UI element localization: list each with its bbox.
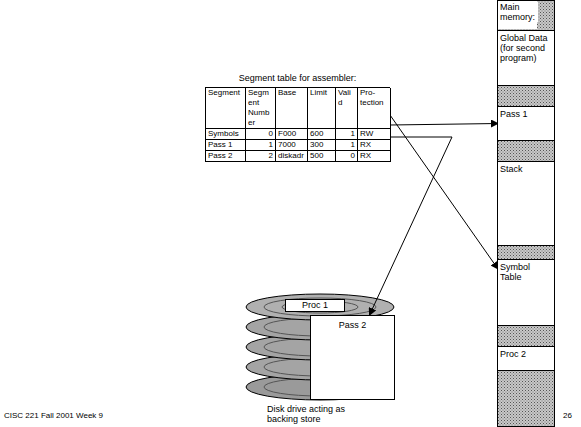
table-cell: 1 xyxy=(246,140,276,151)
memory-segment: Symbol Table xyxy=(498,259,554,326)
memory-column: Main memory: Global Data (for second prog… xyxy=(497,0,555,427)
pointer-arrow xyxy=(390,124,498,126)
table-grid: SegmentSegment NumberBaseLimitValidPro-t… xyxy=(205,87,390,162)
node-label: Disk drive acting as backing store xyxy=(267,404,359,424)
node-label: Segment table for assembler: xyxy=(205,73,390,83)
table-header-cell: Base xyxy=(276,88,308,129)
node-label: Global Data (for second program) xyxy=(500,33,552,63)
memory-segment: Global Data (for second program) xyxy=(498,30,554,86)
memory-stipple xyxy=(497,0,555,427)
node-label: Proc 1 xyxy=(286,300,344,311)
table-cell: F000 xyxy=(276,129,308,140)
table-cell: 1 xyxy=(336,129,358,140)
page-number: 26 xyxy=(563,411,572,421)
disk-drive: Disk drive acting as backing storeProc 1… xyxy=(245,285,395,402)
table-cell: 0 xyxy=(336,151,358,162)
memory-segment: Proc 2 xyxy=(498,346,554,371)
table-header-cell: Segment xyxy=(206,88,246,129)
table-header-cell: Pro-tection xyxy=(358,88,391,129)
disk-segment: Proc 1 xyxy=(285,299,345,312)
node-label: Proc 2 xyxy=(500,349,552,359)
table-header-cell: Segment Number xyxy=(246,88,276,129)
node-label: Pass 1 xyxy=(500,109,552,119)
node-label: Symbol Table xyxy=(500,262,552,282)
memory-segment: Stack xyxy=(498,161,554,246)
table-cell: 500 xyxy=(308,151,336,162)
table-cell: diskadr xyxy=(276,151,308,162)
table-cell: 2 xyxy=(246,151,276,162)
pointer-arrow xyxy=(390,115,498,269)
pointer-arrow xyxy=(370,137,453,315)
table-cell: 600 xyxy=(308,129,336,140)
table-cell: 300 xyxy=(308,140,336,151)
table-cell: RX xyxy=(358,151,391,162)
table-header-cell: Valid xyxy=(336,88,358,129)
table-cell: Pass 2 xyxy=(206,151,246,162)
node-label: Stack xyxy=(500,164,552,174)
table-header-cell: Limit xyxy=(308,88,336,129)
footer-text: CISC 221 Fall 2001 Week 9 xyxy=(4,411,103,421)
table-cell: Pass 1 xyxy=(206,140,246,151)
disk-segment: Pass 2 xyxy=(310,315,395,400)
table-cell: RW xyxy=(358,129,391,140)
table-cell: Symbols xyxy=(206,129,246,140)
table-cell: 1 xyxy=(336,140,358,151)
table-cell: RX xyxy=(358,140,391,151)
node-label: Pass 2 xyxy=(311,316,394,330)
table-cell: 0 xyxy=(246,129,276,140)
node-label: Main memory: xyxy=(500,2,538,22)
segment-table: Segment table for assembler:SegmentSegme… xyxy=(205,87,390,162)
table-cell: 7000 xyxy=(276,140,308,151)
memory-label-ground xyxy=(497,0,537,29)
memory-segment: Pass 1 xyxy=(498,106,554,141)
